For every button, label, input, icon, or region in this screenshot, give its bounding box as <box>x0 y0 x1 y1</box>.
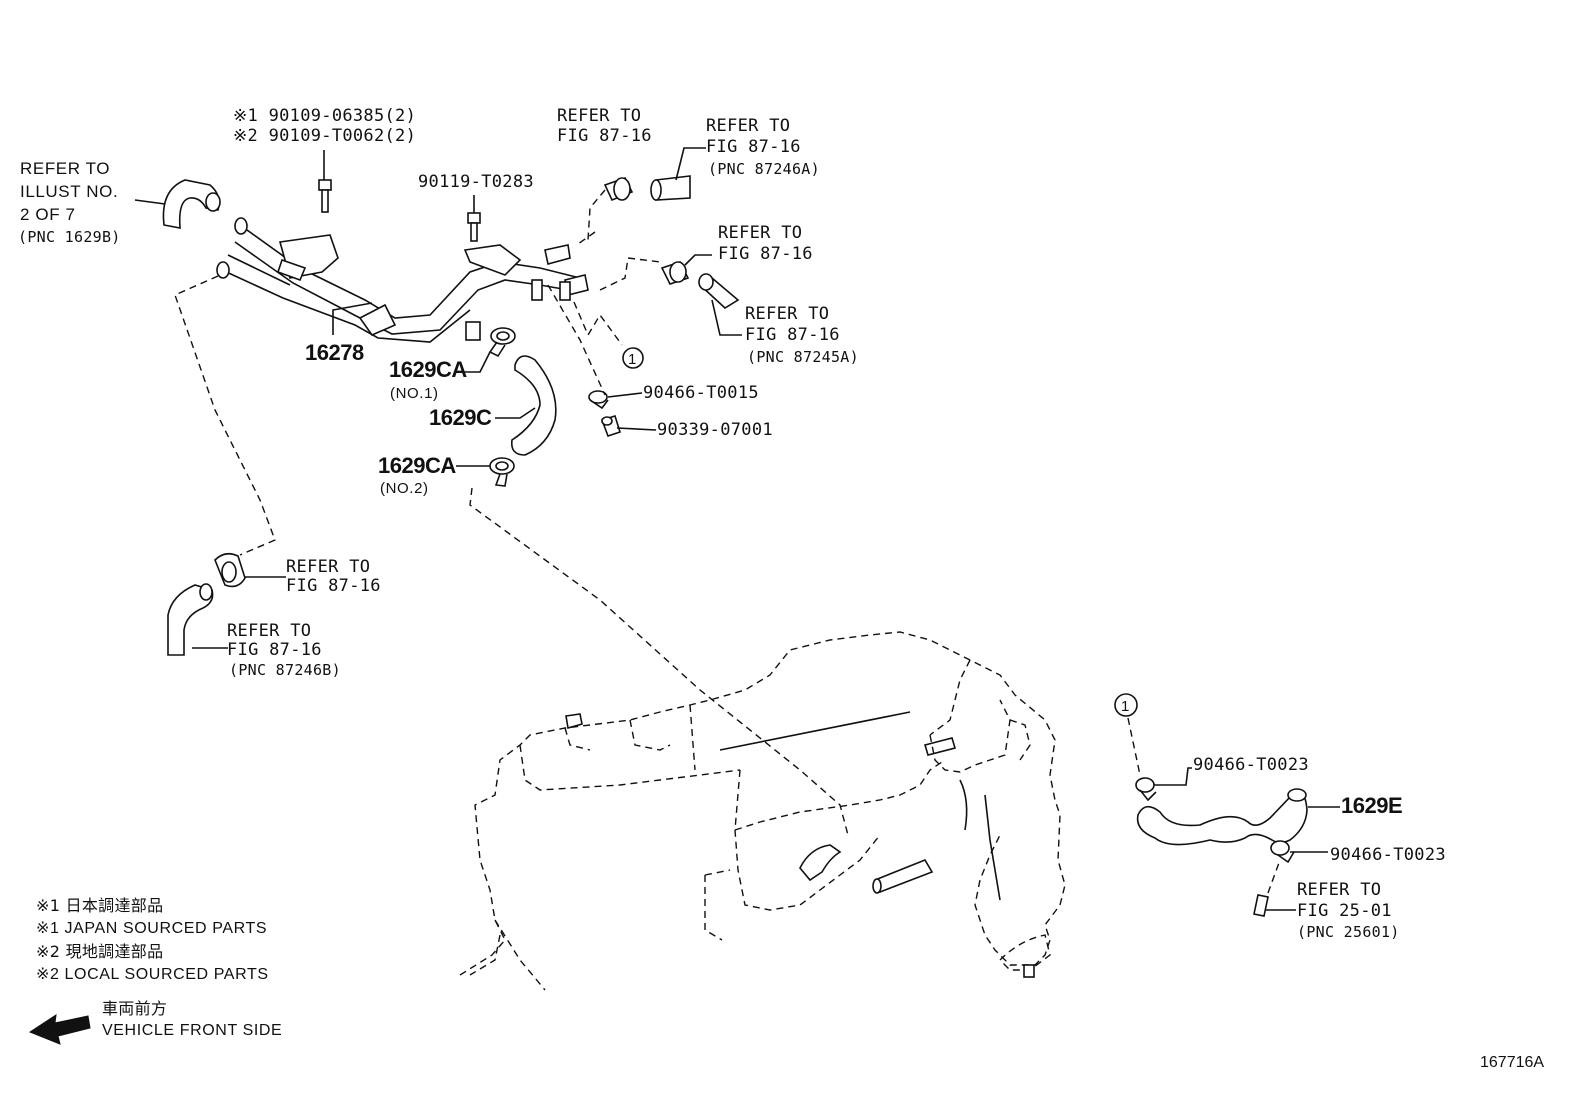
vehicle-front-en: VEHICLE FRONT SIDE <box>102 1022 283 1039</box>
bolt-90109 <box>318 150 332 213</box>
refer-mid-right-line2: FIG 87-16 <box>718 244 813 264</box>
refer-25601-pnc: (PNC 25601) <box>1297 923 1400 941</box>
part-1629ca-no1-label: 1629CA <box>389 357 467 382</box>
bolt-90119-label: 90119-T0283 <box>418 172 534 192</box>
refer-top-line1: REFER TO <box>557 106 642 126</box>
refer-25601-line1: REFER TO <box>1297 880 1382 900</box>
circle-marker-upper-label: 1 <box>628 351 637 368</box>
hose-1629e <box>1136 788 1308 846</box>
refer-87246b-line2: FIG 87-16 <box>227 640 322 660</box>
refer-87246b-pnc: (PNC 87246B) <box>229 661 341 679</box>
hose-87245a <box>698 273 740 309</box>
refer-illust-pnc: (PNC 1629B) <box>18 228 121 246</box>
refer-87245a-pnc: (PNC 87245A) <box>747 348 859 366</box>
part-1629ca-no2-label: 1629CA <box>378 453 456 478</box>
refer-mid-right-line1: REFER TO <box>718 223 803 243</box>
leader-lines <box>134 147 1340 911</box>
engine-outline <box>459 631 1066 991</box>
refer-left-clamp-line1: REFER TO <box>286 557 371 577</box>
hose-87246b <box>167 583 214 656</box>
vehicle-front-arrow <box>28 1013 91 1045</box>
refer-87246a-line1: REFER TO <box>706 116 791 136</box>
clamp-90466-t0015 <box>588 390 609 410</box>
part-1629ca-no1-note: (NO.1) <box>390 385 439 402</box>
part-1629ca-no2-note: (NO.2) <box>380 480 429 497</box>
clamp-top-87-16 <box>603 177 634 202</box>
circle-marker-lower <box>1114 693 1138 717</box>
part-1629c-label: 1629C <box>429 405 492 430</box>
refer-left-clamp-line2: FIG 87-16 <box>286 576 381 596</box>
hose-25601 <box>1253 894 1269 917</box>
dashed-connectors <box>174 189 1281 894</box>
refer-25601-line2: FIG 25-01 <box>1297 901 1392 921</box>
refer-87246a-pnc: (PNC 87246A) <box>708 160 820 178</box>
refer-illust-line3: 2 OF 7 <box>20 205 76 224</box>
legend-note2-jp: ※2 現地調達部品 <box>36 942 164 961</box>
bolt-90119 <box>467 195 481 242</box>
refer-top-line2: FIG 87-16 <box>557 126 652 146</box>
legend-note1-en: ※1 JAPAN SOURCED PARTS <box>36 920 268 937</box>
part-1629e-label: 1629E <box>1341 793 1403 818</box>
part-16278-label: 16278 <box>305 340 364 365</box>
refer-illust-line2: ILLUST NO. <box>20 182 119 201</box>
clamp-90466-t0023-lower <box>1270 840 1295 864</box>
plug-90339 <box>600 415 621 438</box>
legend-note1-jp: ※1 日本調達部品 <box>36 896 164 915</box>
refer-87245a-line1: REFER TO <box>745 304 830 324</box>
plug-90339-label: 90339-07001 <box>657 420 773 440</box>
figure-id: 167716A <box>1480 1054 1545 1071</box>
bypass-pipe-16278 <box>216 217 589 343</box>
refer-87246a-line2: FIG 87-16 <box>706 137 801 157</box>
clamp-1629ca-no2 <box>489 457 515 487</box>
clamp-1629ca-no1 <box>488 327 516 358</box>
circle-marker-upper <box>622 347 644 369</box>
clamp-90466-t0023-upper <box>1135 777 1157 802</box>
upper-hose-1629b <box>162 179 221 229</box>
clamp-mid-87-16 <box>660 261 690 285</box>
refer-87246b-line1: REFER TO <box>227 621 312 641</box>
clamp-90466-t0023-lower-label: 90466-T0023 <box>1330 845 1446 865</box>
clamp-90466-t0023-upper-label: 90466-T0023 <box>1193 755 1309 775</box>
clamp-left-87-16 <box>214 552 246 588</box>
vehicle-front-jp: 車両前方 <box>102 999 168 1018</box>
bolt-ref-line2: ※2 90109-T0062(2) <box>233 126 417 146</box>
legend-note2-en: ※2 LOCAL SOURCED PARTS <box>36 966 269 983</box>
hose-87246a <box>650 175 691 201</box>
refer-illust-line1: REFER TO <box>20 159 111 178</box>
refer-87245a-line2: FIG 87-16 <box>745 325 840 345</box>
hose-1629c <box>510 355 557 456</box>
clamp-90466-t0015-label: 90466-T0015 <box>643 383 759 403</box>
bolt-ref-line1: ※1 90109-06385(2) <box>233 106 417 126</box>
circle-marker-lower-label: 1 <box>1121 698 1130 715</box>
